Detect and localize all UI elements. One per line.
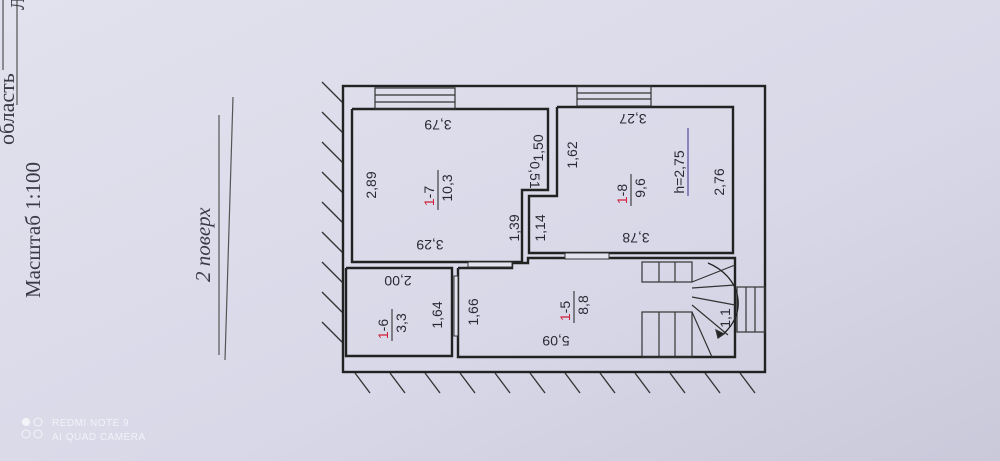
- dimensions: 3,79 2,89 3,29 0,51 1,50 1,39 1,14 1,62 …: [363, 111, 733, 349]
- watermark-line1: REDMI NOTE 9: [52, 418, 129, 429]
- svg-text:10,3: 10,3: [439, 174, 455, 201]
- room-label-1-7: 1-7 10,3: [421, 170, 455, 210]
- dim-150: 1,50: [530, 134, 546, 161]
- dim-114: 1,14: [532, 214, 548, 241]
- watermark-logo-icon: [22, 418, 30, 426]
- svg-text:1-7: 1-7: [421, 186, 437, 206]
- svg-text:1-5: 1-5: [557, 301, 573, 321]
- dim-329: 3,29: [416, 237, 443, 253]
- dim-139: 1,39: [506, 214, 522, 241]
- plan-walls: [341, 84, 767, 374]
- svg-text:3,3: 3,3: [393, 313, 409, 333]
- dim-327: 3,27: [619, 111, 646, 127]
- top-fragment: Л: [7, 0, 29, 10]
- ground-hatching: [321, 81, 756, 394]
- staircase: [641, 261, 739, 358]
- floor-label: 2 поверх: [191, 207, 215, 282]
- dim-276: 2,76: [711, 168, 727, 195]
- scale-label: Масштаб 1:100: [21, 162, 45, 298]
- room-label-1-8: 1-8 9,6: [614, 174, 648, 206]
- dim-164: 1,64: [429, 301, 445, 328]
- ceiling-height: h=2,75: [671, 150, 687, 193]
- svg-text:9,6: 9,6: [632, 178, 648, 198]
- dim-509: 5,09: [542, 333, 569, 349]
- dim-stair: 1,1: [717, 308, 733, 328]
- dim-289: 2,89: [363, 171, 379, 198]
- dim-162: 1,62: [564, 141, 580, 168]
- dim-379: 3,79: [424, 117, 451, 133]
- region-fragment: область: [0, 73, 19, 145]
- dim-378: 3,78: [622, 230, 649, 246]
- svg-text:8,8: 8,8: [575, 295, 591, 315]
- room-label-1-5: 1-5 8,8: [557, 291, 591, 323]
- svg-text:1-8: 1-8: [614, 184, 630, 204]
- room-label-1-6: 1-6 3,3: [375, 309, 409, 341]
- dim-166: 1,66: [465, 298, 481, 325]
- svg-text:1-6: 1-6: [375, 319, 391, 339]
- dim-051: 0,51: [527, 161, 543, 188]
- watermark-line2: AI QUAD CAMERA: [52, 432, 146, 443]
- camera-watermark: REDMI NOTE 9 AI QUAD CAMERA: [21, 417, 146, 443]
- floor-underline-2: [224, 96, 234, 361]
- dim-200: 2,00: [384, 273, 411, 289]
- watermark-logo-icon-2: [33, 417, 43, 427]
